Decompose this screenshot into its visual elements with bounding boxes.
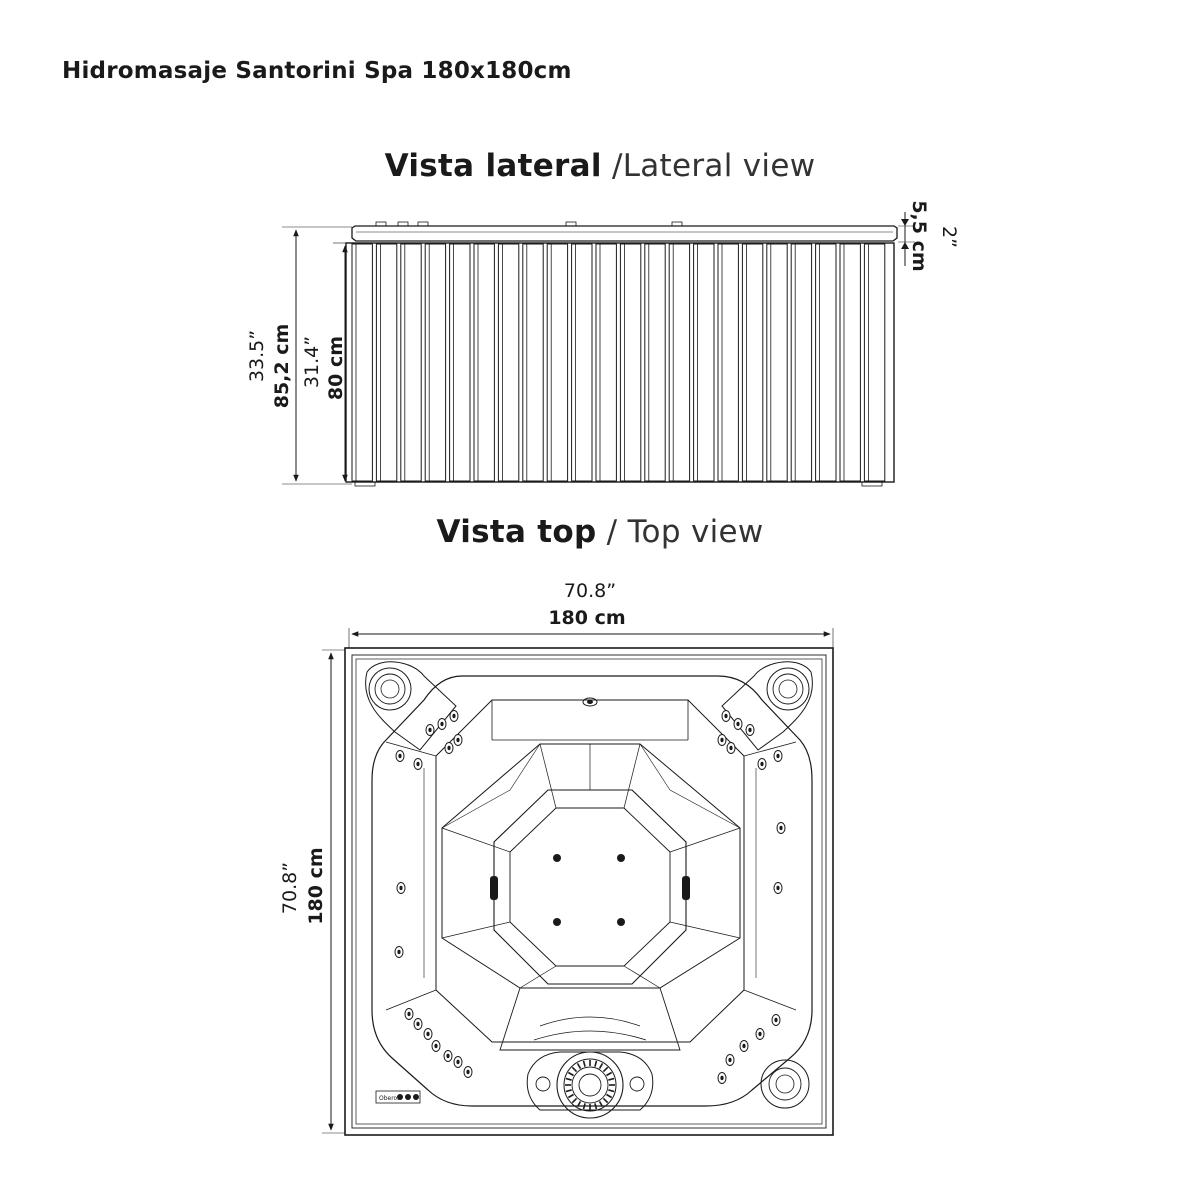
top-view-drawing	[322, 628, 834, 1136]
lateral-heading-sep: /	[611, 148, 623, 184]
foot	[861, 481, 883, 487]
top-left-headrest	[365, 661, 457, 751]
wood-slat	[790, 243, 813, 482]
foot	[354, 481, 376, 487]
floor-jet	[617, 854, 625, 862]
wood-slat	[839, 243, 861, 482]
floor-jet	[553, 918, 561, 926]
control-button	[413, 1094, 419, 1100]
jets	[394, 710, 786, 1084]
wood-slat	[497, 243, 520, 482]
control-panel-label: Oberon	[379, 1095, 401, 1102]
lateral-heading-es: Vista lateral	[384, 148, 602, 184]
wood-slat	[424, 243, 447, 482]
footwell-inner	[493, 789, 687, 985]
depth-in-label: 70.8”	[279, 862, 301, 914]
wood-slat	[619, 243, 642, 482]
top-heading-en: Top view	[627, 514, 764, 550]
wood-slat	[741, 243, 764, 482]
bottom-right-cupholder	[760, 1059, 810, 1109]
light-left	[490, 876, 498, 900]
wood-slat	[595, 243, 617, 482]
wood-slat	[644, 243, 666, 482]
body-height-in-label: 31.4”	[301, 336, 323, 388]
wood-slat	[400, 243, 422, 482]
wood-slat	[351, 243, 373, 482]
wood-slat	[546, 243, 569, 482]
control-panel	[375, 1090, 421, 1104]
wood-slat	[375, 243, 398, 482]
width-cm-label: 180 cm	[548, 607, 625, 629]
wood-slat	[766, 243, 788, 482]
lip-height-cm-label: 5,5 cm	[908, 200, 930, 271]
body-height-cm-label: 80 cm	[325, 336, 347, 400]
top-jet	[582, 697, 598, 707]
overall-height-in-label: 33.5”	[246, 330, 268, 382]
depth-cm-label: 180 cm	[305, 847, 327, 924]
control-button	[405, 1094, 411, 1100]
shell-edge	[355, 658, 823, 1125]
top-view-heading: Vista top / Top view	[0, 514, 1200, 550]
lateral-heading-en: Lateral view	[622, 148, 816, 184]
wood-slat	[815, 243, 837, 482]
outer-frame	[344, 647, 834, 1136]
lateral-view-heading: Vista lateral /Lateral view	[0, 148, 1200, 184]
lip-fitting	[375, 221, 387, 227]
shell-outline	[371, 675, 813, 1107]
front-step	[499, 987, 681, 1051]
lip-fitting	[565, 221, 577, 227]
filter-assembly	[526, 1051, 654, 1119]
wood-slat	[522, 243, 544, 482]
lateral-view-drawing	[282, 212, 915, 487]
spa-lip	[351, 225, 898, 242]
lip-height-in-label: 2”	[938, 226, 960, 248]
frame-inner-edge	[351, 654, 827, 1129]
wood-slat	[863, 243, 886, 482]
top-heading-es: Vista top	[436, 514, 597, 550]
wood-slat	[449, 243, 471, 482]
floor-jet	[617, 918, 625, 926]
floor-jet	[553, 854, 561, 862]
top-heading-sep: /	[606, 514, 618, 550]
lip-fitting	[671, 221, 683, 227]
control-button	[397, 1094, 403, 1100]
wood-slat	[473, 243, 495, 482]
filter-grille	[565, 1060, 615, 1110]
light-right	[682, 876, 690, 900]
wood-slat	[571, 243, 593, 482]
overall-height-cm-label: 85,2 cm	[271, 324, 293, 409]
lip-fitting	[397, 221, 409, 227]
wood-slats	[351, 243, 886, 482]
wood-slat	[717, 243, 739, 482]
width-in-label: 70.8”	[564, 580, 616, 602]
page-title: Hidromasaje Santorini Spa 180x180cm	[62, 58, 572, 84]
lip-fitting	[417, 221, 429, 227]
wood-slat	[668, 243, 691, 482]
wood-slat	[693, 243, 715, 482]
